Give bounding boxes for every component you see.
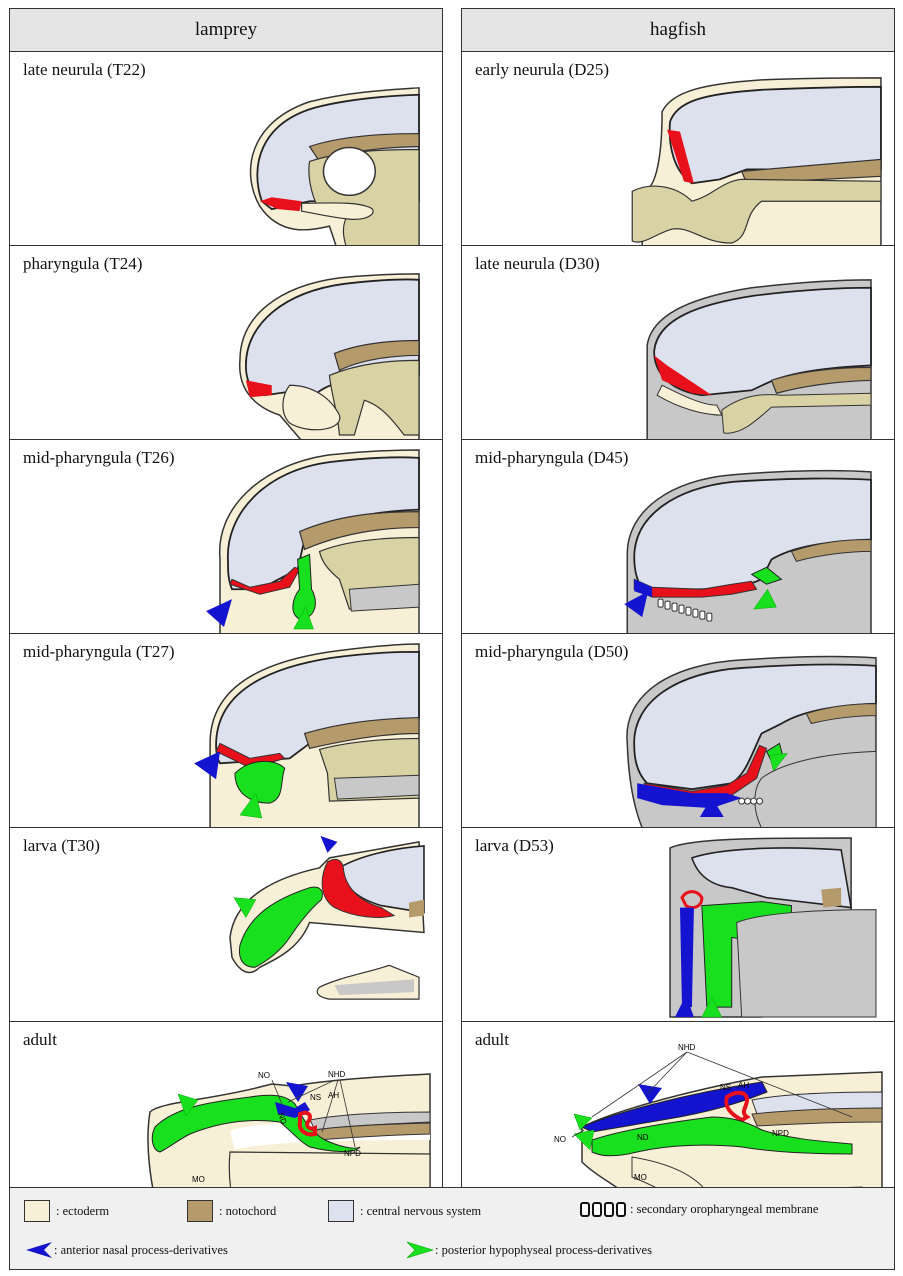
panel-label: late neurula (D30) — [475, 254, 600, 274]
hagfish-panel-d30: late neurula (D30) — [462, 246, 894, 440]
legend-label: : notochord — [219, 1204, 276, 1219]
legend-posterior: : posterior hypophyseal process-derivati… — [405, 1240, 652, 1260]
hagfish-d25-drawing — [462, 52, 894, 245]
lamprey-panel-t30: larva (T30) — [10, 828, 442, 1022]
panel-label: late neurula (T22) — [23, 60, 146, 80]
hagfish-d53-drawing — [462, 828, 894, 1021]
hagfish-panel-d45: mid-pharyngula (D45) — [462, 440, 894, 634]
label-ns: NS — [720, 1083, 731, 1092]
lamprey-column-title: lamprey — [10, 9, 442, 52]
label-nd: ND — [637, 1133, 649, 1142]
panel-label: pharyngula (T24) — [23, 254, 142, 274]
legend-label: : posterior hypophyseal process-derivati… — [435, 1243, 652, 1258]
label-no: NO — [258, 1071, 270, 1080]
lamprey-panel-t24: pharyngula (T24) — [10, 246, 442, 440]
cns-swatch — [328, 1200, 354, 1222]
som-swatch — [580, 1202, 626, 1217]
hagfish-panel-d50: mid-pharyngula (D50) — [462, 634, 894, 828]
label-npd: NPD — [772, 1129, 789, 1138]
legend-label: : secondary oropharyngeal membrane — [630, 1202, 818, 1217]
legend: : ectoderm : notochord : central nervous… — [9, 1187, 895, 1270]
panel-label: adult — [475, 1030, 509, 1050]
legend-notochord: : notochord — [187, 1200, 276, 1222]
label-ah: AH — [738, 1081, 749, 1090]
panel-label: adult — [23, 1030, 57, 1050]
panel-label: mid-pharyngula (T27) — [23, 642, 175, 662]
label-ah: AH — [328, 1091, 339, 1100]
lamprey-t27-drawing — [10, 634, 442, 827]
hagfish-panel-d25: early neurula (D25) — [462, 52, 894, 246]
hagfish-column-title: hagfish — [462, 9, 894, 52]
panel-label: mid-pharyngula (T26) — [23, 448, 175, 468]
legend-ectoderm: : ectoderm — [24, 1200, 109, 1222]
lamprey-t24-drawing — [10, 246, 442, 439]
hagfish-d45-drawing — [462, 440, 894, 633]
lamprey-panel-t26: mid-pharyngula (T26) — [10, 440, 442, 634]
label-npd: NPD — [344, 1149, 361, 1158]
panel-label: larva (D53) — [475, 836, 554, 856]
lamprey-t22-drawing — [10, 52, 442, 245]
legend-cns: : central nervous system — [328, 1200, 481, 1222]
legend-label: : central nervous system — [360, 1204, 481, 1219]
lamprey-t30-drawing — [10, 828, 442, 1021]
legend-label: : ectoderm — [56, 1204, 109, 1219]
label-nhd: NHD — [328, 1070, 346, 1079]
lamprey-column: lamprey late neurula (T22) pharyngula (T… — [9, 8, 443, 1238]
label-no: NO — [554, 1135, 566, 1144]
hagfish-d50-drawing — [462, 634, 894, 827]
panel-label: mid-pharyngula (D45) — [475, 448, 628, 468]
lamprey-panel-t22: late neurula (T22) — [10, 52, 442, 246]
panel-label: early neurula (D25) — [475, 60, 609, 80]
legend-anterior: : anterior nasal process-derivatives — [24, 1240, 228, 1260]
hagfish-d30-drawing — [462, 246, 894, 439]
panel-label: larva (T30) — [23, 836, 100, 856]
label-mo: MO — [192, 1175, 205, 1184]
lamprey-panel-t27: mid-pharyngula (T27) — [10, 634, 442, 828]
panel-label: mid-pharyngula (D50) — [475, 642, 628, 662]
hagfish-column: hagfish early neurula (D25) late neurula… — [461, 8, 895, 1238]
blue-arrowhead-icon — [24, 1240, 54, 1260]
legend-som: : secondary oropharyngeal membrane — [580, 1202, 818, 1217]
lamprey-t26-drawing — [10, 440, 442, 633]
hagfish-panel-d53: larva (D53) — [462, 828, 894, 1022]
label-ns: NS — [310, 1093, 321, 1102]
legend-label: : anterior nasal process-derivatives — [54, 1243, 228, 1258]
ectoderm-swatch — [24, 1200, 50, 1222]
label-nhd: NHD — [678, 1043, 696, 1052]
notochord-swatch — [187, 1200, 213, 1222]
label-mo: MO — [634, 1173, 647, 1182]
green-arrowhead-icon — [405, 1240, 435, 1260]
